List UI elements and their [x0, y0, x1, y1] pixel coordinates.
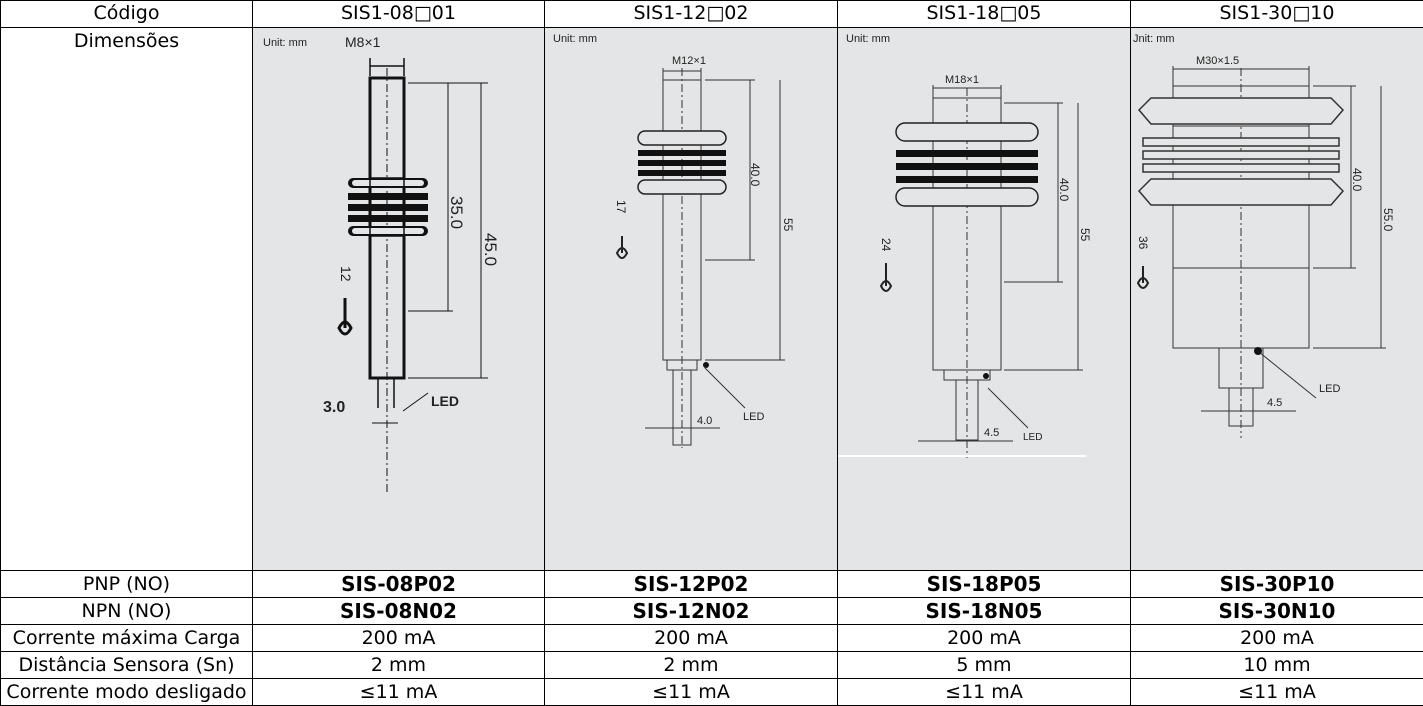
model-header: SIS1-12□02	[544, 0, 838, 28]
dimension-drawing-cell: Unit: mm M12×1	[544, 26, 838, 572]
max-current-row: Corrente máxima Carga 200 mA 200 mA 200 …	[0, 624, 1423, 653]
dim-a-text: 40.0	[1350, 168, 1364, 192]
max-current-value: 200 mA	[1130, 624, 1423, 653]
sensing-distance-value: 2 mm	[252, 651, 545, 679]
off-current-value: ≤11 mA	[252, 678, 545, 706]
max-current-label: Corrente máxima Carga	[0, 624, 253, 653]
npn-model: SIS-30N10	[1130, 597, 1423, 626]
dimensions-label: Dimensões	[0, 26, 253, 572]
sensor-drawing-m30: Jnit: mm M30×1.5	[1133, 33, 1395, 438]
thread-text: M8×1	[345, 34, 381, 50]
off-current-value: ≤11 mA	[1130, 678, 1423, 706]
off-current-row: Corrente modo desligado ≤11 mA ≤11 mA ≤1…	[0, 678, 1423, 706]
thread-text: M18×1	[945, 74, 979, 86]
header-row: Código SIS1-08□01 SIS1-12□02 SIS1-18□05 …	[0, 0, 1423, 28]
npn-model: SIS-18N05	[837, 597, 1131, 626]
unit-text: Unit: mm	[263, 37, 307, 49]
wrench-text: 17	[614, 200, 628, 214]
dimension-drawing-cell: Unit: mm M18×1	[837, 26, 1131, 572]
npn-row: NPN (NO) SIS-08N02 SIS-12N02 SIS-18N05 S…	[0, 597, 1423, 626]
wrench-text: 12	[338, 266, 354, 282]
led-text: LED	[1023, 432, 1042, 443]
off-current-label: Corrente modo desligado	[0, 678, 253, 706]
sensing-distance-label: Distância Sensora (Sn)	[0, 651, 253, 679]
npn-label: NPN (NO)	[0, 597, 253, 626]
unit-text: Unit: mm	[846, 33, 890, 45]
dimensions-row: Dimensões Unit: mm M8×1	[0, 26, 1423, 572]
dim-a-text: 40.0	[748, 163, 762, 187]
off-current-value: ≤11 mA	[837, 678, 1131, 706]
model-header: SIS1-08□01	[252, 0, 545, 28]
sensing-distance-row: Distância Sensora (Sn) 2 mm 2 mm 5 mm 10…	[0, 651, 1423, 679]
sensor-drawing-m8: Unit: mm M8×1	[263, 34, 500, 493]
led-text: LED	[743, 411, 764, 423]
dim-a-text: 40.0	[1057, 178, 1071, 202]
unit-text: Unit: mm	[553, 33, 597, 45]
cable-text: 4.5	[1267, 397, 1282, 409]
sensor-drawing-m12: Unit: mm M12×1	[553, 33, 795, 448]
pnp-model: SIS-30P10	[1130, 570, 1423, 599]
off-current-value: ≤11 mA	[544, 678, 838, 706]
npn-model: SIS-12N02	[544, 597, 838, 626]
pnp-row: PNP (NO) SIS-08P02 SIS-12P02 SIS-18P05 S…	[0, 570, 1423, 599]
wrench-text: 36	[1136, 236, 1150, 250]
dim-a-text: 35.0	[447, 196, 466, 229]
thread-text: M12×1	[672, 55, 706, 67]
max-current-value: 200 mA	[837, 624, 1131, 653]
max-current-value: 200 mA	[544, 624, 838, 653]
dimension-drawing-cell: Jnit: mm M30×1.5	[1130, 26, 1423, 572]
code-label: Código	[0, 0, 253, 28]
npn-model: SIS-08N02	[252, 597, 545, 626]
dimension-drawing-cell: Unit: mm M8×1	[252, 26, 545, 572]
model-header: SIS1-18□05	[837, 0, 1131, 28]
sensing-distance-value: 5 mm	[837, 651, 1131, 679]
pnp-model: SIS-12P02	[544, 570, 838, 599]
sensing-distance-value: 10 mm	[1130, 651, 1423, 679]
sensing-distance-value: 2 mm	[544, 651, 838, 679]
dim-b-text: 45.0	[481, 233, 500, 266]
wrench-text: 24	[879, 238, 893, 252]
cable-text: 4.5	[984, 427, 999, 439]
pnp-model: SIS-08P02	[252, 570, 545, 599]
cable-text: 3.0	[323, 399, 345, 416]
led-text: LED	[431, 393, 459, 409]
max-current-value: 200 mA	[252, 624, 545, 653]
pnp-model: SIS-18P05	[837, 570, 1131, 599]
dim-b-text: 55	[781, 218, 795, 232]
dim-b-text: 55.0	[1381, 208, 1395, 232]
cable-text: 4.0	[697, 415, 712, 427]
pnp-label: PNP (NO)	[0, 570, 253, 599]
sensor-drawing-m18: Unit: mm M18×1	[838, 33, 1092, 458]
dim-b-text: 55	[1078, 228, 1092, 242]
thread-text: M30×1.5	[1196, 55, 1239, 67]
model-header: SIS1-30□10	[1130, 0, 1423, 28]
led-text: LED	[1319, 383, 1340, 395]
unit-text: Jnit: mm	[1133, 33, 1175, 45]
